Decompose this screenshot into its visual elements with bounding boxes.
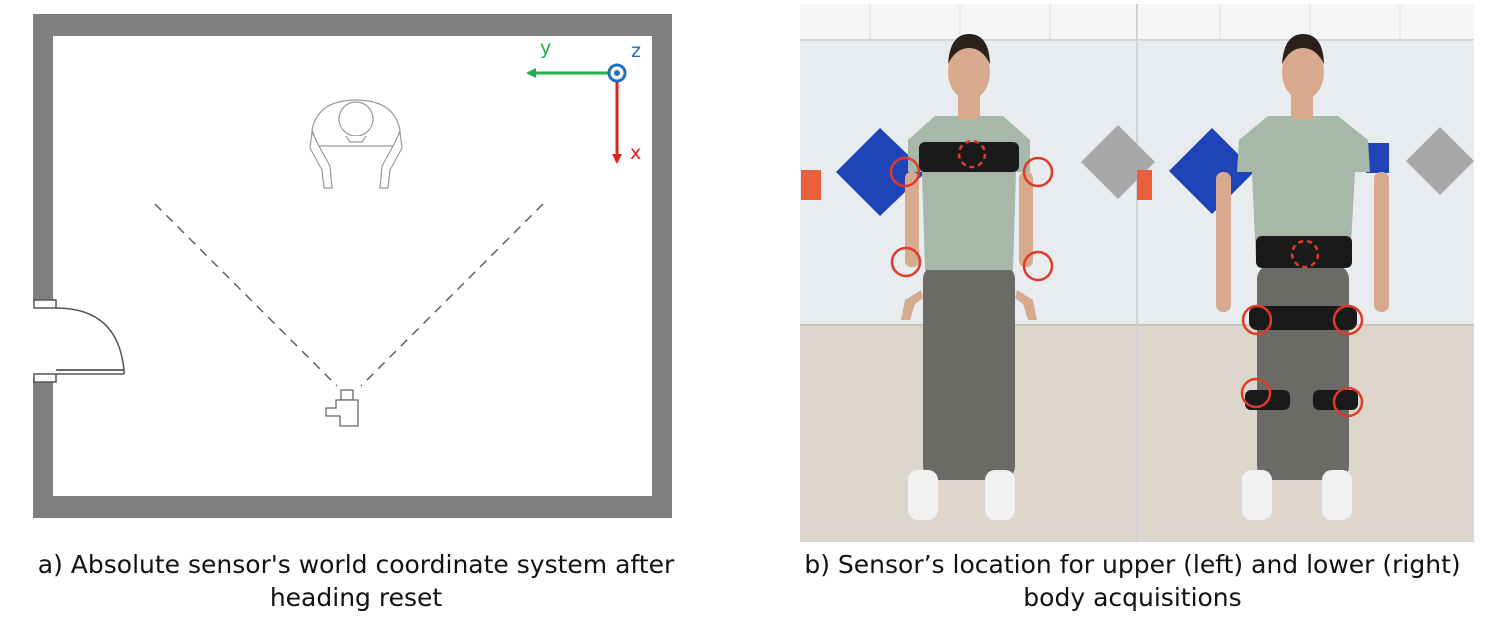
x-axis-label: x xyxy=(630,142,641,164)
caption-panel-a: a) Absolute sensor's world coordinate sy… xyxy=(0,548,712,614)
sensor-marker-right-forearm xyxy=(1022,250,1054,282)
caption-b-line1: b) Sensor’s location for upper (left) an… xyxy=(804,550,1461,579)
caption-a-line1: a) Absolute sensor's world coordinate sy… xyxy=(37,550,675,579)
sensor-marker-left-shank xyxy=(1240,377,1272,409)
person-upper-body-photo xyxy=(901,34,1037,520)
sensor-marker-right-upper-arm xyxy=(1022,156,1054,188)
y-axis-label: y xyxy=(540,37,551,59)
sensor-photos xyxy=(800,4,1474,542)
sensor-marker-right-thigh xyxy=(1332,304,1364,336)
sensor-marker-pelvis xyxy=(1290,239,1320,269)
person-topview-icon xyxy=(309,99,403,189)
coordinate-axes: y z x xyxy=(526,37,641,164)
z-axis-label: z xyxy=(631,40,641,62)
sensor-markers xyxy=(889,139,1364,418)
floor-plan: y z x xyxy=(30,14,672,518)
camera-icon xyxy=(325,389,359,427)
sensor-marker-left-upper-arm xyxy=(889,156,921,188)
door-icon xyxy=(33,299,125,383)
sensor-marker-left-thigh xyxy=(1241,304,1273,336)
caption-b-line2: body acquisitions xyxy=(1023,583,1242,612)
room-walls xyxy=(33,14,672,518)
sensor-marker-right-shank xyxy=(1332,386,1364,418)
door-opening xyxy=(30,300,56,380)
camera-field-of-view xyxy=(154,203,544,387)
caption-panel-b: b) Sensor’s location for upper (left) an… xyxy=(765,548,1500,614)
sensor-marker-left-forearm xyxy=(890,246,922,278)
person-lower-body-photo xyxy=(1216,34,1389,520)
caption-a-line2: heading reset xyxy=(269,583,443,612)
sensor-marker-chest xyxy=(957,139,987,169)
